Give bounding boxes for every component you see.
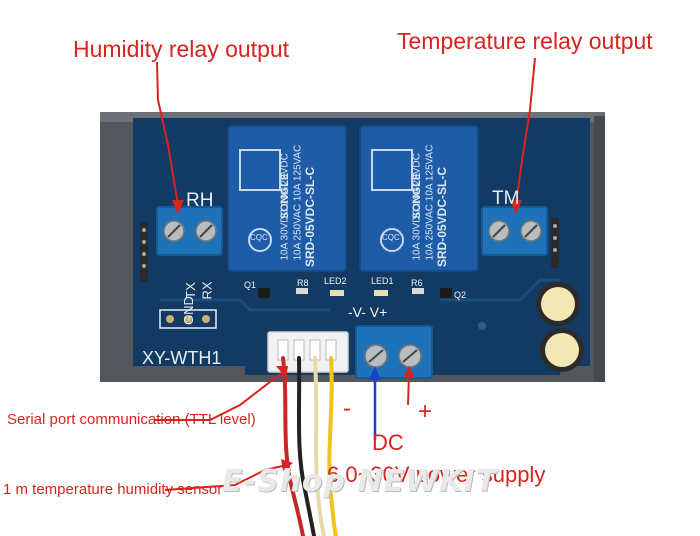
silk-r8: R8 — [297, 278, 309, 288]
enclosure-top-edge — [100, 112, 605, 122]
relay-cqc-1: CQC — [250, 233, 268, 242]
pad-gnd — [166, 315, 174, 323]
silk-power-label: -V- V+ — [348, 304, 388, 320]
label-plus: + — [418, 398, 433, 425]
pin-header-left — [140, 222, 148, 282]
relay-rating-2a: 10A 250VAC 10A 125VAC — [424, 144, 436, 261]
enclosure-right-edge — [594, 116, 605, 382]
pin-header-right — [551, 218, 559, 268]
resistor-r6 — [412, 288, 424, 294]
relay-model-2: SRD-05VDC-SL-C — [435, 166, 449, 267]
pad-tx — [184, 315, 192, 323]
label-temperature-relay: Temperature relay output — [397, 28, 653, 54]
pcb-trace — [160, 298, 330, 312]
label-humidity-relay: Humidity relay output — [73, 36, 290, 62]
relay-temperature — [359, 125, 479, 272]
relay-humidity — [227, 125, 347, 272]
pad-rx — [202, 315, 210, 323]
terminal-temperature — [481, 206, 548, 256]
silk-rh: RH — [186, 190, 214, 211]
cqc-mark-icon — [248, 228, 272, 252]
annotation-arrows — [155, 57, 536, 491]
annotation-arrow-dc-minus — [369, 366, 381, 440]
relay-rating-1b: 10A 30VDC 10A 28VDC — [279, 153, 291, 261]
cqc-mark-icon — [380, 228, 404, 252]
terminal-humidity — [156, 206, 223, 256]
led2 — [330, 290, 344, 296]
led1 — [374, 290, 388, 296]
silk-q2: Q2 — [454, 290, 467, 300]
pin-gnd: GND — [181, 296, 196, 325]
label-sensor: 1 m temperature humidity sensor — [3, 481, 223, 498]
relay-logo-icon — [239, 149, 281, 191]
silk-led1: LED1 — [371, 276, 394, 286]
pcb-via — [478, 322, 486, 330]
terminal-power — [355, 325, 433, 379]
silk-r6: R6 — [411, 278, 423, 288]
relay-logo-icon — [371, 149, 413, 191]
label-power-supply: 6.0~30V power supply — [327, 462, 546, 487]
silk-model: XY-WTH1 — [142, 348, 222, 368]
pin-rx: RX — [199, 281, 215, 300]
relay-rating-2b: 10A 30VDC 10A 28VDC — [411, 153, 423, 261]
watermark: E-Shop NEWKIT — [222, 464, 498, 499]
resistor-r8 — [296, 288, 308, 294]
pin-tx: TX — [182, 282, 198, 299]
relay-model-1: SRD-05VDC-SL-C — [303, 166, 317, 267]
sensor-cable — [281, 356, 338, 536]
serial-pads — [159, 309, 217, 329]
relay-cqc-2: CQC — [382, 233, 400, 242]
capacitor-2 — [540, 328, 584, 372]
transistor-q2 — [440, 288, 452, 298]
pcb-trace — [440, 278, 560, 302]
capacitor-1 — [536, 282, 580, 326]
label-dc: DC — [372, 430, 404, 455]
transistor-q1 — [258, 288, 270, 298]
label-serial-port: Serial port communication (TTL level) — [7, 411, 256, 428]
label-minus: - — [343, 395, 351, 422]
silk-led2: LED2 — [324, 276, 347, 286]
silk-q1: Q1 — [244, 280, 257, 290]
silk-tm: TM — [492, 188, 520, 209]
relay-rating-1a: 10A 250VAC 10A 125VAC — [292, 144, 304, 261]
